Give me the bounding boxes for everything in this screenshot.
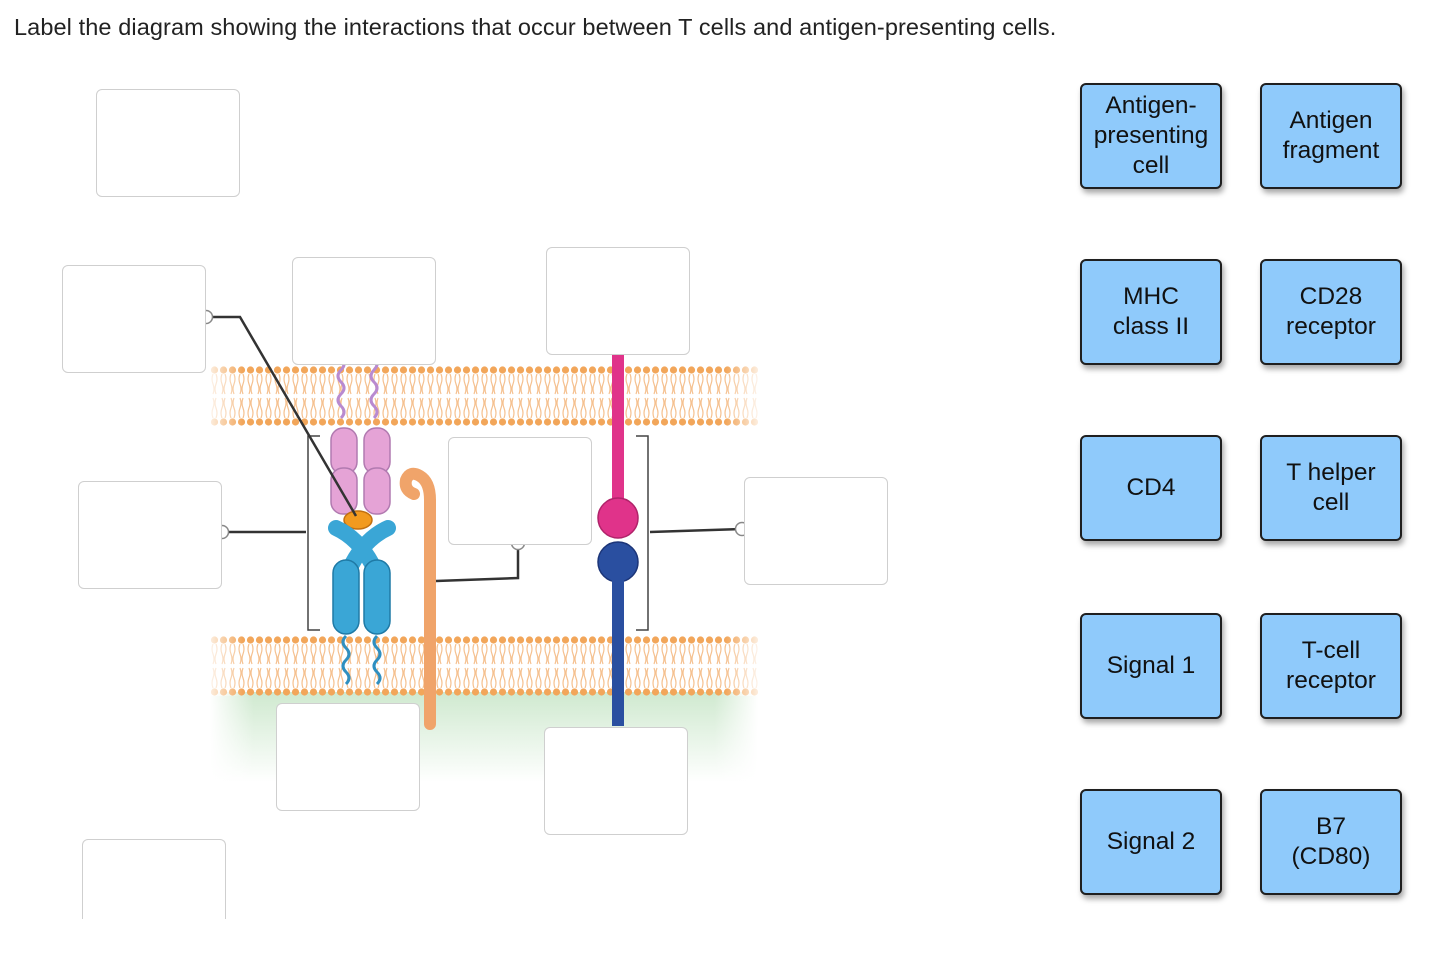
- signal-2-bracket: [636, 435, 649, 631]
- tile-text: CD28: [1299, 283, 1363, 310]
- drop-target-7[interactable]: [744, 477, 888, 585]
- label-tile-cd28-receptor[interactable]: CD28 receptor: [1260, 259, 1402, 365]
- tile-text: cell: [1312, 489, 1350, 516]
- question-prompt: Label the diagram showing the interactio…: [14, 14, 1057, 40]
- drop-target-3[interactable]: [292, 257, 436, 365]
- t-cell-receptor-molecule: [328, 520, 396, 686]
- tile-text: Antigen-: [1105, 92, 1197, 119]
- label-tile-b7-cd80[interactable]: B7 (CD80): [1260, 789, 1402, 895]
- tile-text: presenting: [1093, 122, 1209, 149]
- tile-text: T-cell: [1301, 637, 1361, 664]
- tile-text: MHC: [1123, 283, 1179, 310]
- drop-target-1[interactable]: [96, 89, 240, 197]
- tile-text: Antigen: [1289, 107, 1373, 134]
- label-tile-t-helper-cell[interactable]: T helper cell: [1260, 435, 1402, 541]
- leader-line-signal-2: [649, 527, 743, 534]
- leader-line-cd4: [435, 543, 520, 583]
- antigen-fragment-shape: [343, 510, 373, 530]
- b7-molecule: [597, 354, 639, 539]
- tile-text: B7: [1316, 813, 1346, 840]
- tile-text: receptor: [1286, 313, 1376, 340]
- label-tile-antigen-fragment[interactable]: Antigen fragment: [1260, 83, 1402, 189]
- cd28-molecule: [597, 541, 639, 726]
- tile-text: Signal 2: [1106, 828, 1196, 855]
- drop-target-10[interactable]: [82, 839, 226, 919]
- tile-text: (CD80): [1291, 843, 1371, 870]
- label-tile-t-cell-receptor[interactable]: T-cell receptor: [1260, 613, 1402, 719]
- signal-1-bracket: [307, 435, 320, 631]
- tile-text: receptor: [1286, 667, 1376, 694]
- tile-text: T helper: [1286, 459, 1376, 486]
- tile-text: CD4: [1126, 474, 1176, 501]
- tile-text: fragment: [1282, 137, 1380, 164]
- drop-target-2[interactable]: [62, 265, 206, 373]
- drop-target-4[interactable]: [546, 247, 690, 355]
- drop-target-5[interactable]: [448, 437, 592, 545]
- drop-target-9[interactable]: [544, 727, 688, 835]
- tile-text: Signal 1: [1106, 652, 1196, 679]
- tile-text: cell: [1132, 152, 1170, 179]
- label-tile-signal-1[interactable]: Signal 1: [1080, 613, 1222, 719]
- mhc-class-ii-molecule: [330, 356, 391, 515]
- label-tile-signal-2[interactable]: Signal 2: [1080, 789, 1222, 895]
- label-tile-antigen-presenting-cell[interactable]: Antigen-presenting cell: [1080, 83, 1222, 189]
- tile-text: class II: [1112, 313, 1190, 340]
- drop-target-6[interactable]: [78, 481, 222, 589]
- cd4-molecule: [399, 467, 436, 730]
- leader-line-antigen: [206, 315, 358, 517]
- drop-target-8[interactable]: [276, 703, 420, 811]
- label-tile-mhc-class-ii[interactable]: MHC class II: [1080, 259, 1222, 365]
- label-tile-cd4[interactable]: CD4: [1080, 435, 1222, 541]
